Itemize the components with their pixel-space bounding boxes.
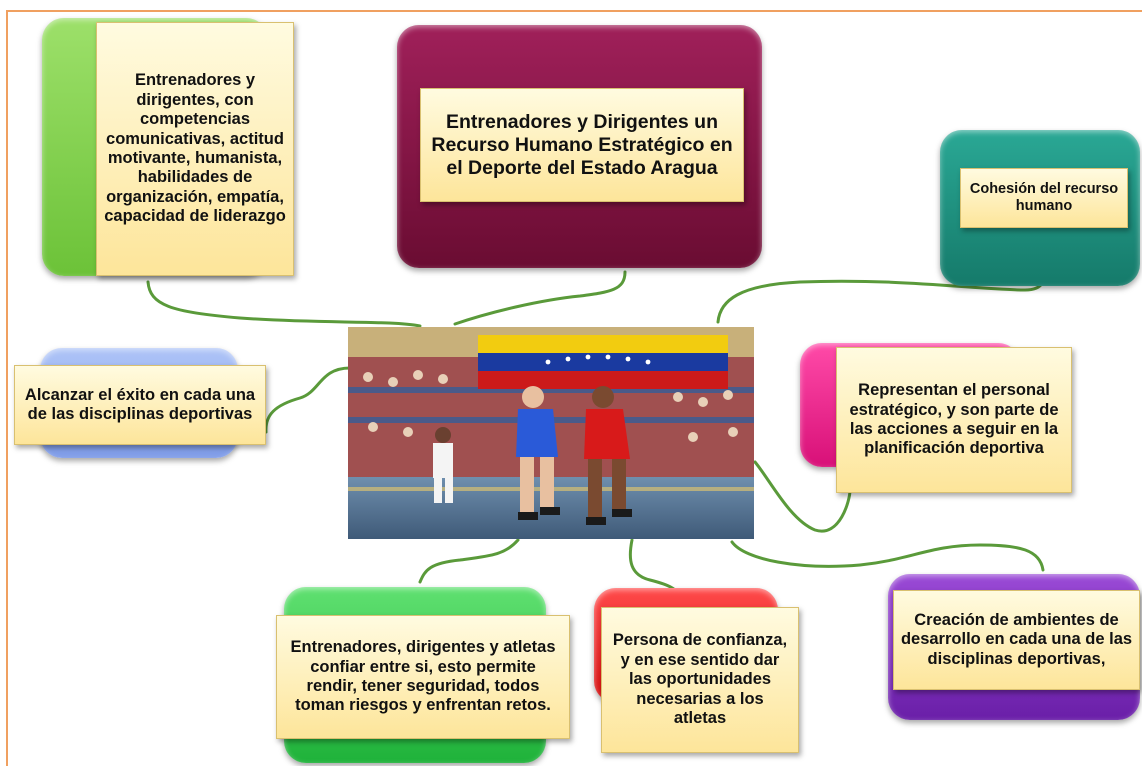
wrestling-photo-illustration <box>348 327 754 539</box>
connector-confianza-atletas <box>418 538 520 584</box>
connector-competencias <box>146 280 422 328</box>
exito-text: Alcanzar el éxito en cada una de las dis… <box>24 385 256 423</box>
confianza-atletas-note: Entrenadores, dirigentes y atletas confi… <box>276 615 570 739</box>
competencias-text: Entrenadores y dirigentes, con competenc… <box>104 71 286 226</box>
connector-title <box>453 270 627 326</box>
center-photo <box>348 327 754 539</box>
connector-personal <box>753 460 852 533</box>
personal-note: Representan el personal estratégico, y s… <box>836 347 1072 493</box>
connector-cohesion <box>716 268 1046 324</box>
persona-confianza-note: Persona de confianza, y en ese sentido d… <box>601 607 799 753</box>
competencias-note: Entrenadores y dirigentes, con competenc… <box>96 22 294 276</box>
cohesion-text: Cohesión del recurso humano <box>969 180 1119 214</box>
referee-figure <box>433 427 453 503</box>
diagram-frame <box>6 10 1142 766</box>
ambientes-note: Creación de ambientes de desarrollo en c… <box>893 590 1140 690</box>
connector-exito <box>264 366 352 434</box>
title-note: Entrenadores y Dirigentes un Recurso Hum… <box>420 88 744 202</box>
wrestler-blue <box>516 386 560 520</box>
connector-ambientes <box>730 540 1045 572</box>
wrestler-red <box>584 386 632 525</box>
exito-note: Alcanzar el éxito en cada una de las dis… <box>14 365 266 445</box>
personal-text: Representan el personal estratégico, y s… <box>849 381 1059 458</box>
persona-confianza-text: Persona de confianza, y en ese sentido d… <box>612 631 788 728</box>
ambientes-text: Creación de ambientes de desarrollo en c… <box>900 610 1133 668</box>
cohesion-note: Cohesión del recurso humano <box>960 168 1128 228</box>
confianza-atletas-text: Entrenadores, dirigentes y atletas confi… <box>290 638 556 715</box>
diagram-title: Entrenadores y Dirigentes un Recurso Hum… <box>431 110 733 179</box>
